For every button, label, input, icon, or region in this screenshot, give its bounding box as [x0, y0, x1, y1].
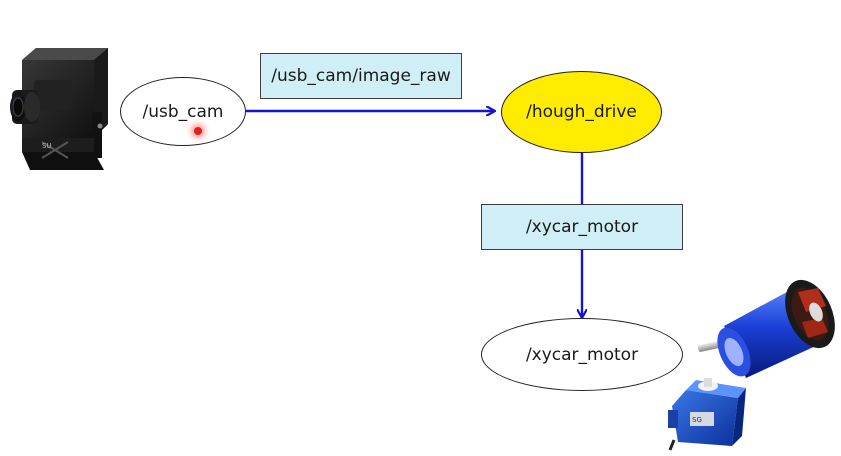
svg-text:SU: SU: [42, 142, 52, 150]
pointer-dot: [194, 127, 202, 135]
node-usb-cam: /usb_cam: [120, 77, 246, 146]
topic-xycar-motor: /xycar_motor: [481, 204, 683, 250]
node-hough-drive-label: /hough_drive: [526, 102, 637, 122]
topic-image-raw: /usb_cam/image_raw: [260, 53, 462, 99]
node-usb-cam-label: /usb_cam: [142, 101, 224, 122]
node-hough-drive: /hough_drive: [501, 71, 662, 153]
topic-image-raw-label: /usb_cam/image_raw: [271, 66, 451, 86]
svg-text:SG: SG: [692, 416, 702, 424]
servo-icon: SG: [668, 378, 746, 451]
usb-camera-icon: SU: [10, 48, 108, 170]
brushless-motor-icon: [698, 279, 835, 378]
node-xycar-motor-label: /xycar_motor: [525, 344, 639, 365]
topic-xycar-motor-label: /xycar_motor: [525, 217, 639, 237]
node-xycar-motor: /xycar_motor: [481, 318, 683, 391]
